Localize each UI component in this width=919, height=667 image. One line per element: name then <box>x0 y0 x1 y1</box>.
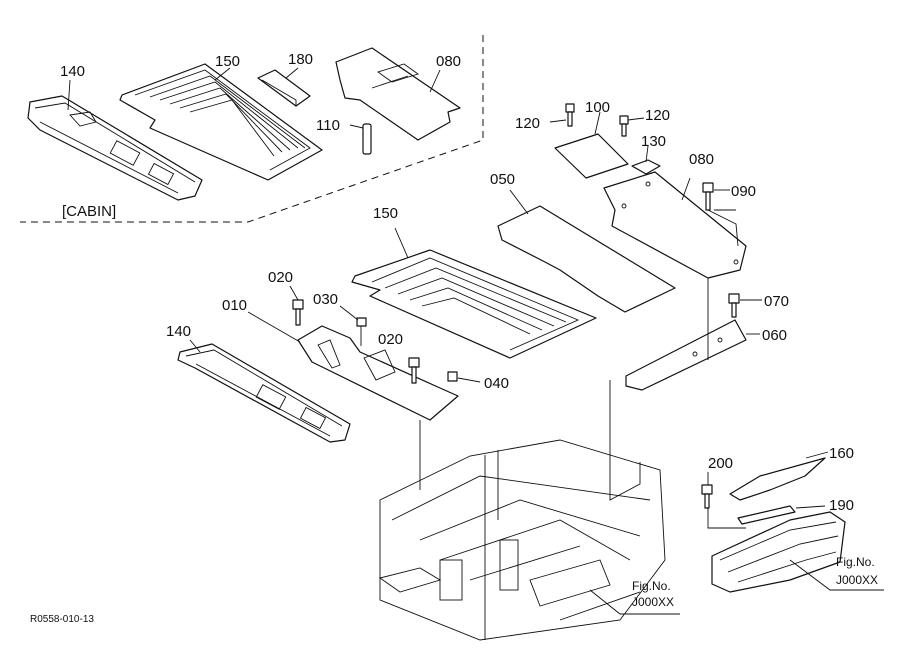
part-080-cabin <box>335 47 461 141</box>
part-180 <box>257 67 311 107</box>
part-160 <box>729 451 829 501</box>
label-080-main: 080 <box>689 151 714 168</box>
label-150-cabin: 150 <box>215 53 240 70</box>
part-080-main <box>603 171 747 279</box>
bracket-group: 070 060 <box>625 278 789 391</box>
part-090 <box>702 182 739 247</box>
label-180: 180 <box>288 51 313 68</box>
label-190: 190 <box>829 497 854 514</box>
label-090: 090 <box>731 183 756 200</box>
machine-frame <box>378 380 680 641</box>
upper-right-covers: 120 100 120 130 080 090 050 <box>490 99 756 313</box>
drawing-code: R0558-010-13 <box>30 614 94 625</box>
part-100 <box>554 133 629 179</box>
label-150-main: 150 <box>373 205 398 222</box>
part-150-main <box>351 227 597 359</box>
label-020-bottom: 020 <box>378 331 403 348</box>
part-200 <box>701 472 746 529</box>
part-070 <box>728 293 762 318</box>
part-060 <box>625 319 760 391</box>
part-020-bottom <box>408 357 420 384</box>
label-120-left: 120 <box>515 115 540 132</box>
label-140-main: 140 <box>166 323 191 340</box>
label-030: 030 <box>313 291 338 308</box>
label-010: 010 <box>222 297 247 314</box>
part-140-main <box>177 339 351 443</box>
part-040 <box>447 371 481 383</box>
cabin-label: [CABIN] <box>62 203 116 220</box>
fig-ref-right-line1: Fig.No. <box>836 555 875 569</box>
footrest-body <box>711 511 884 593</box>
label-160: 160 <box>829 445 854 462</box>
part-140-cabin <box>27 79 203 201</box>
label-020-top: 020 <box>268 269 293 286</box>
part-150-cabin <box>119 63 323 181</box>
label-060: 060 <box>762 327 787 344</box>
label-130: 130 <box>641 133 666 150</box>
label-100: 100 <box>585 99 610 116</box>
label-110: 110 <box>316 117 340 134</box>
label-200: 200 <box>708 455 733 472</box>
part-120-left <box>549 103 575 127</box>
part-120-right <box>619 115 645 137</box>
part-050 <box>497 189 676 313</box>
fig-ref-center-line1: Fig.No. <box>632 579 671 593</box>
floor-assembly: 150 020 010 030 020 040 140 <box>166 205 597 443</box>
footrest-group: 200 160 190 <box>701 445 884 593</box>
part-010 <box>247 311 459 421</box>
label-050: 050 <box>490 171 515 188</box>
fig-ref-center-line2: J000XX <box>632 595 674 609</box>
part-030 <box>339 305 367 346</box>
label-040: 040 <box>484 375 509 392</box>
part-110 <box>349 123 372 155</box>
cabin-section: 140 150 180 080 110 [CABIN] <box>20 35 484 223</box>
fig-ref-right-line2: J000XX <box>836 573 878 587</box>
part-020-top <box>289 285 304 326</box>
fig-ref-right: Fig.No. J000XX <box>836 555 878 587</box>
label-140-cabin: 140 <box>60 63 85 80</box>
cabin-separator-line <box>20 35 484 223</box>
label-080-cabin: 080 <box>436 53 461 70</box>
label-070: 070 <box>764 293 789 310</box>
part-130 <box>631 159 661 175</box>
label-120-right: 120 <box>645 107 670 124</box>
fig-ref-center: Fig.No. J000XX <box>632 579 674 609</box>
part-190 <box>737 505 826 525</box>
